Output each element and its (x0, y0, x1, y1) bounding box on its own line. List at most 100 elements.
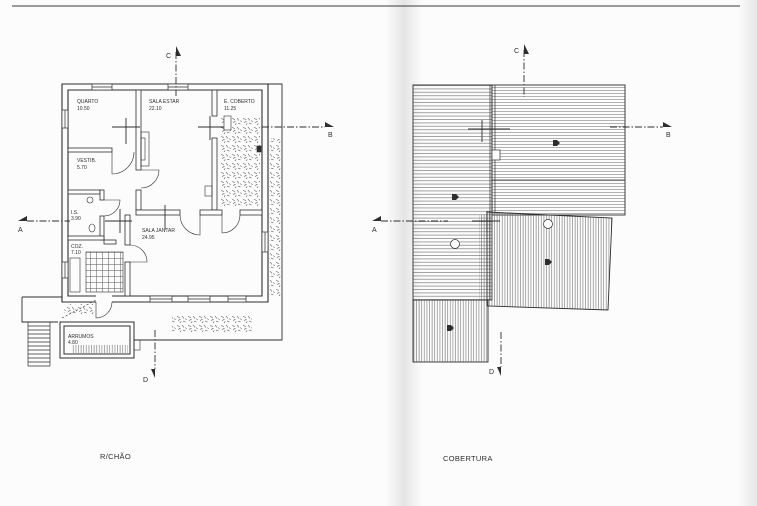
fixtures (69, 115, 262, 293)
patio-paving (172, 314, 252, 332)
wall-is-coz (67, 235, 105, 241)
section-line-b: B (262, 122, 334, 139)
roof-plan: C B A D COBERTURA (372, 44, 672, 463)
roof-section-label-c: C (514, 48, 519, 55)
section-cut-marks (468, 120, 510, 233)
roof-section-line-c: C (514, 44, 529, 97)
kitchen-counter (69, 257, 81, 293)
wall-vestib-is (67, 189, 101, 195)
room-name-is: I.S. (71, 210, 79, 216)
wall-hall-sala-jantar (124, 214, 131, 246)
roof-section-line-a: A (372, 216, 448, 234)
exterior-stairs (27, 322, 51, 367)
section-arrow-icon (497, 367, 501, 376)
section-arrow-icon (325, 122, 334, 127)
storage-fixture (133, 339, 141, 351)
sala-estar-fixture (204, 185, 213, 197)
is-toilet (88, 223, 96, 233)
roof-section-line-d: D (489, 332, 502, 376)
wall-sala-estar-e-coberto (211, 137, 218, 211)
room-area-sala-estar: 22.10 (149, 106, 162, 112)
room-area-e-coberto: 11.25 (224, 106, 236, 112)
section-label-b: B (328, 132, 333, 139)
section-arrow-icon (372, 216, 381, 221)
section-arrow-icon (176, 46, 181, 56)
kitchen-floor-tiles (85, 251, 124, 293)
roof-pitch-west (412, 84, 493, 301)
patio-access-dashed (61, 299, 97, 319)
roof-section-label-a: A (372, 227, 377, 234)
roof-section-label-d: D (489, 369, 494, 376)
roof-section-line-b: B (610, 122, 672, 139)
door-is (103, 199, 121, 217)
section-label-d: D (143, 377, 148, 384)
section-arrow-icon (524, 44, 529, 54)
stair-stringers (27, 322, 51, 366)
roof-outlet-circle (450, 239, 460, 249)
door-opening-exterior (96, 295, 112, 303)
scan-edge-shadow (738, 0, 757, 506)
wall-e-coberto-sala-jantar (239, 209, 263, 216)
door-swings (95, 151, 241, 319)
e-coberto-column (223, 115, 232, 131)
wall-quarto-sala-estar (135, 89, 142, 171)
stair-treads (28, 325, 50, 367)
room-name-e-coberto: E. COBERTO (224, 99, 255, 105)
room-name-quarto: QUARTO (77, 99, 98, 105)
room-name-arrumos: ARRUMOS (68, 334, 94, 340)
section-arrow-icon (18, 216, 27, 221)
roof-slope-arrows (447, 140, 560, 331)
room-area-coz: 7.10 (71, 250, 81, 256)
room-name-sala-jantar: SALA JANTAR (142, 228, 175, 234)
roof-pitch-north-east (491, 84, 626, 216)
wall-hall-coz (103, 239, 117, 245)
wall-coz-sala-jantar (124, 261, 131, 297)
storage-walls (59, 321, 135, 359)
section-arrow-icon (663, 122, 672, 127)
storage-floor-hatch (72, 345, 128, 353)
door-sala-jantar-estar (179, 214, 201, 236)
roof-slope-arrow-icon (447, 325, 454, 331)
wall-sala-estar-sala-jantar (199, 209, 223, 216)
exterior-wall (61, 83, 269, 303)
room-name-vestib: VESTIB. (77, 158, 96, 164)
ground-floor-plan: QUARTO 10.50 SALA ESTAR 22.10 E. COBERTO… (18, 46, 334, 461)
roof-ridge-lines (489, 85, 625, 300)
door-exterior (95, 301, 113, 319)
ground-floor-caption: R/CHÃO (100, 452, 131, 461)
room-labels: QUARTO 10.50 SALA ESTAR 22.10 E. COBERTO… (68, 99, 255, 346)
roof-section-label-b: B (666, 132, 671, 139)
room-name-coz: COZ. (71, 244, 83, 250)
roof-caption: COBERTURA (443, 454, 493, 463)
e-coberto-fixture (256, 145, 262, 153)
wall-quarto-vestib (67, 147, 113, 153)
roof-slope-arrow-icon (553, 140, 560, 146)
is-washbasin (86, 196, 94, 204)
storage-room (59, 321, 141, 359)
section-label-c: C (166, 53, 171, 60)
room-area-arrumos: 4.80 (68, 340, 78, 346)
door-sala-estar (140, 169, 160, 189)
room-area-vestib: 5.70 (77, 165, 87, 171)
roof-chimney (491, 149, 501, 161)
section-cut-marks (105, 116, 224, 233)
door-quarto (111, 151, 135, 175)
wall-sala-estar-sala-jantar (135, 209, 181, 216)
section-line-d: D (143, 330, 156, 384)
room-area-sala-jantar: 24.95 (142, 235, 155, 241)
door-e-coberto (221, 214, 241, 234)
section-line-a: A (18, 216, 70, 234)
door-sala-jantar-hall (129, 244, 148, 263)
covered-space-paving (220, 118, 260, 206)
wall-vestib-sala-estar (135, 189, 142, 211)
section-arrow-icon (151, 369, 155, 378)
roof-outlet-circle (543, 219, 553, 229)
roof-slope-arrow-icon (452, 194, 459, 200)
interior-partitions (67, 89, 263, 297)
windows (61, 83, 269, 303)
room-area-is: 3.90 (71, 216, 81, 222)
room-name-sala-estar: SALA ESTAR (149, 99, 180, 105)
side-strip-paving (269, 138, 281, 298)
patio-paving-west (64, 304, 94, 316)
